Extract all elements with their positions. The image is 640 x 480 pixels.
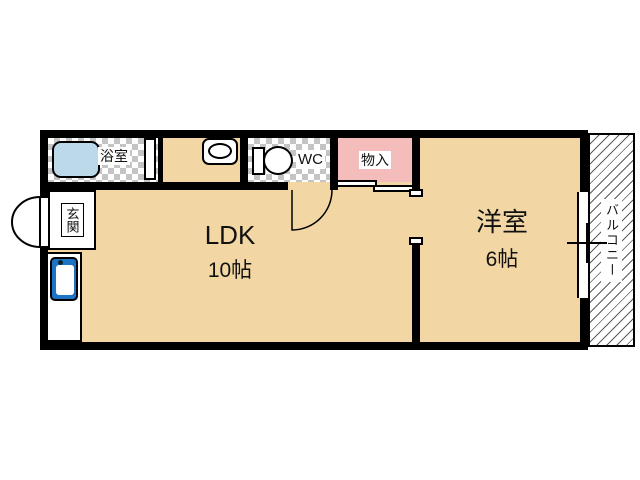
western-room-size-label: 6帖 [485, 248, 519, 271]
wall [40, 182, 288, 190]
ldk-label: LDK [204, 220, 256, 250]
bathroom-label: 浴室 [98, 147, 130, 165]
entrance-label: 玄関 [60, 203, 84, 237]
faucet-icon [214, 131, 224, 138]
ldk-size-label: 10帖 [207, 259, 253, 282]
balcony-label: バルコニー [601, 198, 622, 282]
wall [158, 134, 163, 182]
window-symbol [577, 192, 590, 298]
faucet-icon [58, 260, 63, 265]
kitchen-sink-basin [56, 265, 74, 295]
wc-label: WC [296, 150, 325, 169]
door-jamb [409, 237, 423, 245]
entrance-opening [38, 198, 50, 246]
entrance-door-swing [11, 195, 41, 249]
bathroom-door [144, 138, 156, 180]
wall [330, 130, 338, 190]
wall [412, 240, 420, 350]
sliding-door-symbol [373, 185, 414, 192]
western-room-label: 洋室 [475, 207, 528, 237]
storage-label: 物入 [359, 151, 391, 169]
door-jamb [409, 189, 423, 197]
washbasin-bowl-icon [208, 143, 232, 159]
balcony-area: バルコニー [588, 133, 635, 347]
entrance-area: 玄関 [48, 190, 96, 250]
sliding-door-symbol [336, 180, 377, 187]
wall [240, 130, 248, 190]
window-cross-mark [586, 223, 588, 263]
storage-closet: 物入 [338, 138, 412, 182]
wall [330, 182, 338, 190]
wall [412, 130, 420, 196]
bathtub-icon [52, 141, 100, 178]
toilet-bowl-icon [263, 146, 293, 175]
